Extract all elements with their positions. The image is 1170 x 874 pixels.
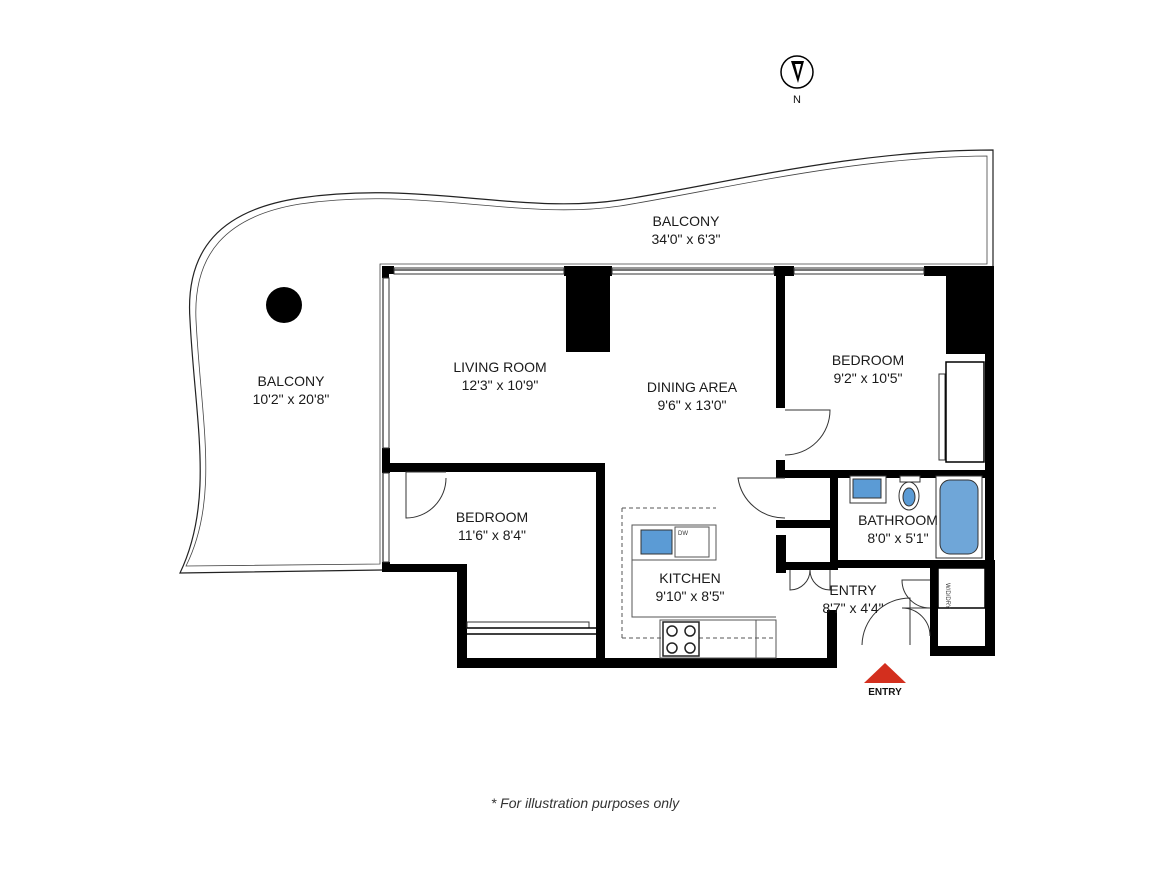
stove-icon	[662, 621, 700, 657]
room-name-bedroom-left: BEDROOM	[456, 509, 528, 525]
north-label: N	[793, 94, 801, 106]
balcony-column	[266, 287, 302, 323]
door-swings	[405, 409, 931, 646]
room-dims-balcony-left: 10'2" x 20'8"	[253, 391, 330, 407]
room-name-kitchen: KITCHEN	[659, 570, 720, 586]
room-name-living: LIVING ROOM	[453, 359, 546, 375]
room-dims-bathroom: 8'0" x 5'1"	[867, 530, 928, 546]
bathroom-sink	[852, 478, 882, 499]
room-dims-balcony-top: 34'0" x 6'3"	[652, 231, 721, 247]
room-dims-bedroom-right: 9'2" x 10'5"	[834, 370, 903, 386]
toilet-icon	[898, 475, 921, 511]
room-name-entry: ENTRY	[829, 582, 877, 598]
room-name-bathroom: BATHROOM	[858, 512, 938, 528]
room-name-balcony-top: BALCONY	[653, 213, 721, 229]
balcony-outline	[179, 149, 994, 574]
windows	[382, 267, 946, 629]
room-dims-living: 12'3" x 10'9"	[462, 377, 539, 393]
partitions	[467, 361, 986, 635]
room-name-bedroom-right: BEDROOM	[832, 352, 904, 368]
room-dims-bedroom-left: 11'6" x 8'4"	[458, 527, 526, 543]
room-dims-entry: 8'7" x 4'4"	[822, 600, 883, 616]
entry-arrow-icon	[864, 663, 906, 683]
room-name-dining: DINING AREA	[647, 379, 738, 395]
disclaimer: * For illustration purposes only	[490, 795, 680, 811]
washer-dryer-label: W/D/DRY	[944, 583, 950, 609]
room-name-balcony-left: BALCONY	[258, 373, 326, 389]
room-dims-kitchen: 9'10" x 8'5"	[656, 588, 725, 604]
entry-marker-label: ENTRY	[868, 687, 902, 698]
compass-north-icon	[780, 55, 814, 89]
walls	[382, 266, 995, 668]
dishwasher-label: DW	[678, 531, 688, 537]
room-dims-dining: 9'6" x 13'0"	[658, 397, 727, 413]
bathtub	[939, 479, 979, 555]
kitchen-sink	[640, 529, 673, 555]
